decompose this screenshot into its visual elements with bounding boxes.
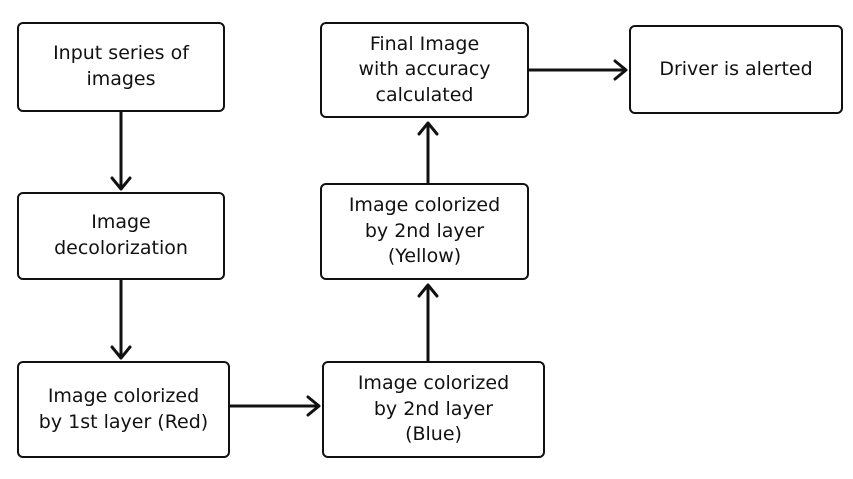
- node-colorized-red: Image colorized by 1st layer (Red): [17, 361, 230, 458]
- node-colorized-blue: Image colorized by 2nd layer (Blue): [322, 361, 545, 458]
- node-final-image: Final Image with accuracy calculated: [320, 22, 529, 118]
- node-colorized-yellow: Image colorized by 2nd layer (Yellow): [320, 183, 529, 280]
- arrow-input-to-decolorization: [110, 111, 132, 191]
- arrow-yellow-to-final: [417, 121, 439, 184]
- node-input-series: Input series of images: [17, 22, 225, 112]
- arrow-blue-to-yellow: [417, 283, 439, 362]
- node-final-image-label: Final Image with accuracy calculated: [358, 32, 491, 106]
- node-colorized-yellow-label: Image colorized by 2nd layer (Yellow): [348, 194, 501, 268]
- node-colorized-blue-label: Image colorized by 2nd layer (Blue): [357, 372, 510, 446]
- node-colorized-red-label: Image colorized by 1st layer (Red): [38, 384, 209, 433]
- node-decolorization-label: Image decolorization: [54, 211, 188, 259]
- arrow-final-to-driver: [528, 59, 628, 81]
- node-driver-alerted: Driver is alerted: [629, 25, 843, 114]
- arrow-red-to-blue: [229, 395, 321, 417]
- node-input-series-label: Input series of images: [53, 42, 189, 90]
- arrow-decolorization-to-red: [110, 279, 132, 360]
- node-driver-alerted-label: Driver is alerted: [659, 57, 813, 80]
- node-decolorization: Image decolorization: [17, 192, 225, 280]
